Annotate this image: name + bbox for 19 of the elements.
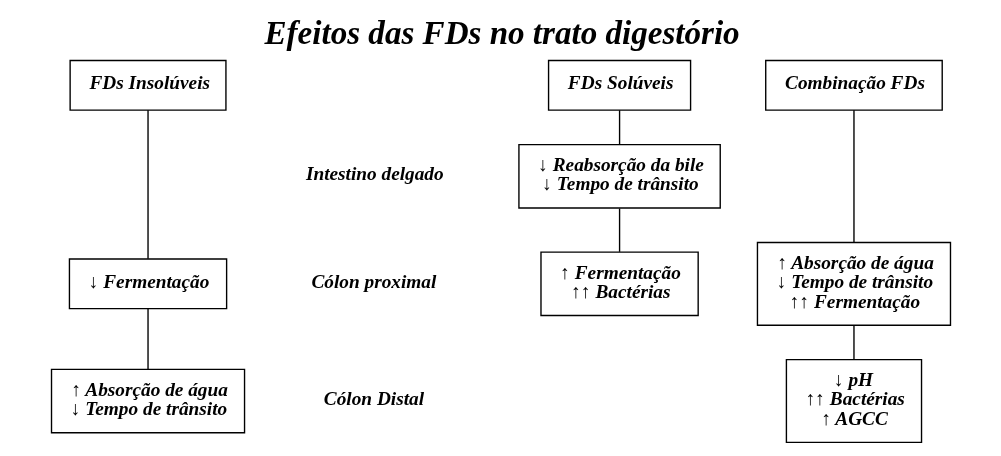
- node-box: ↑ Fermentação ↑↑ Bactérias: [539, 251, 699, 317]
- connector: [146, 109, 149, 260]
- connector: [146, 308, 149, 370]
- connector: [618, 109, 620, 145]
- node-box: ↑ Absorção de água ↓ Tempo de trânsito ↑↑ Fermentação: [756, 241, 951, 326]
- connector: [852, 109, 855, 244]
- diagram-title: Efeitos das FDs no trato digestório: [264, 15, 740, 52]
- label: Intestino delgado: [305, 163, 444, 185]
- node-box: Combinação FDs: [764, 59, 943, 111]
- node-box: ↓ Fermentação: [68, 258, 227, 310]
- node-box: FDs Insolúveis: [68, 59, 227, 111]
- node-box: FDs Solúveis: [547, 59, 691, 111]
- label: Cólon proximal: [310, 270, 436, 292]
- connector: [852, 324, 855, 361]
- connector: [618, 207, 620, 253]
- label: Cólon Distal: [323, 387, 424, 409]
- node-box: ↓ pH ↑↑ Bactérias ↑ AGCC: [785, 359, 922, 444]
- node-box: ↑ Absorção de água ↓ Tempo de trânsito: [50, 368, 245, 434]
- node-box: ↓ Reabsorção da bile ↓ Tempo de trânsito: [517, 143, 721, 209]
